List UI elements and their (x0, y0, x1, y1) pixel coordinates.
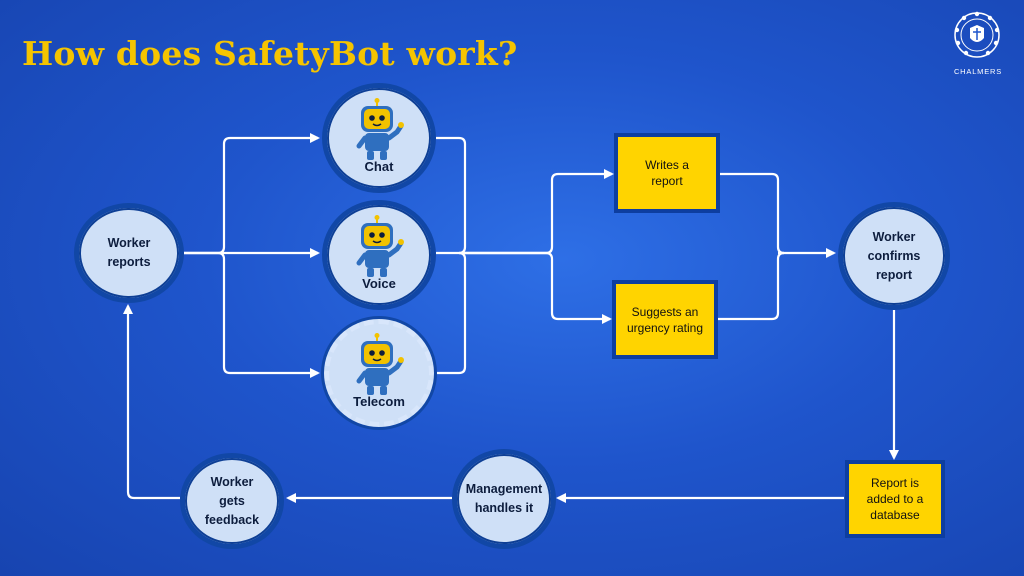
suggests-merge-line (718, 251, 785, 321)
robot-icon (356, 333, 404, 395)
arrow-to-suggests (465, 251, 612, 324)
telecom-node: Telecom (324, 319, 434, 427)
suggests-rating-label: Suggests an urgency rating (626, 304, 704, 335)
worker-confirms-label: Worker confirms report (867, 229, 921, 282)
arrow-loop-back (123, 304, 180, 500)
worker-reports-label: Worker reports (107, 236, 151, 269)
suggests-rating-box: Suggests an urgency rating (612, 280, 718, 359)
worker-feedback-label: Worker gets feedback (204, 474, 260, 527)
arrow-to-telecom (184, 251, 320, 378)
telecom-label: Telecom (353, 394, 405, 409)
telecom-merge-line (436, 251, 467, 375)
arrow-to-writes (465, 169, 614, 255)
writes-report-box: Writes a report (614, 133, 720, 213)
logo-wordmark: CHALMERS (953, 67, 1003, 76)
arrow-to-chat (184, 133, 320, 255)
management-node: Management handles it (452, 449, 556, 549)
voice-node: Voice (322, 200, 436, 310)
writes-merge-line (720, 172, 785, 255)
management-label: Management handles it (465, 482, 543, 515)
page-title: How does SafetyBot work? (22, 34, 518, 73)
worker-reports-node: Worker reports (74, 203, 184, 303)
voice-label: Voice (362, 276, 396, 291)
report-database-box: Report is added to a database (845, 460, 945, 538)
university-seal-icon (954, 11, 1000, 58)
robot-icon (356, 98, 404, 160)
worker-feedback-node: Worker gets feedback (180, 453, 284, 549)
worker-confirms-node: Worker confirms report (838, 202, 950, 310)
chat-merge-line (436, 136, 467, 255)
chat-label: Chat (364, 159, 394, 174)
chat-node: Chat (322, 83, 436, 193)
robot-icon (356, 215, 404, 277)
report-database-label: Report is added to a database (866, 476, 924, 522)
writes-report-label: Writes a report (645, 158, 689, 188)
